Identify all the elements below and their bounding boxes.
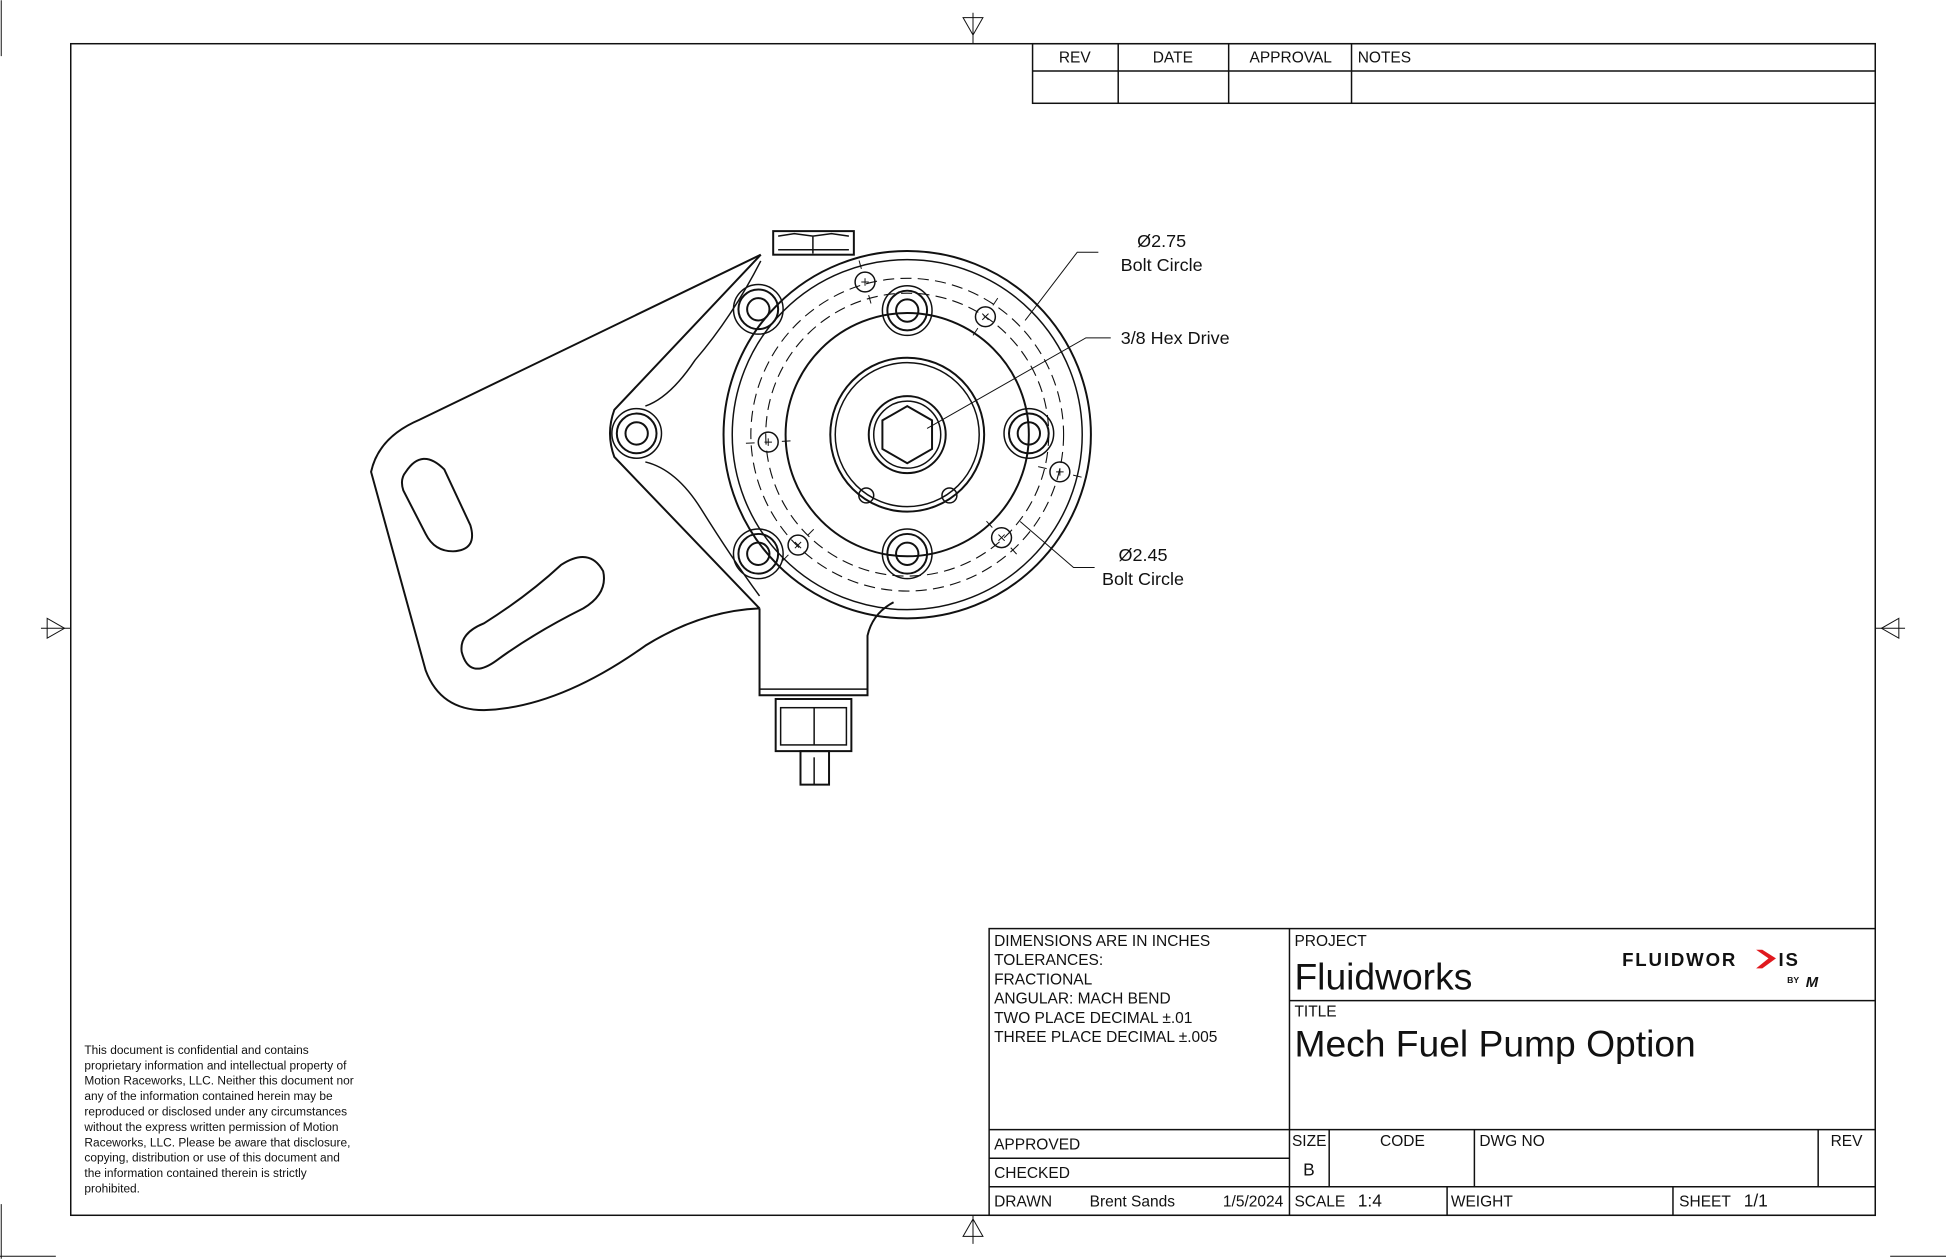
- approval-header: APPROVAL: [1250, 49, 1333, 66]
- notice-line: any of the information contained herein …: [84, 1089, 333, 1103]
- callout-dim: Ø2.45: [1119, 545, 1168, 565]
- cap-screw: [732, 528, 784, 580]
- callout-bolt-circle-275: Ø2.75 Bolt Circle: [1024, 231, 1203, 321]
- notice-line: prohibited.: [84, 1181, 140, 1195]
- code-label: CODE: [1380, 1133, 1425, 1150]
- sheet-label: SHEET: [1679, 1194, 1731, 1211]
- cap-screws: [611, 283, 1055, 580]
- rev-label: REV: [1831, 1133, 1864, 1150]
- notice-line: proprietary information and intellectual…: [84, 1058, 347, 1072]
- title-block: DIMENSIONS ARE IN INCHES TOLERANCES: FRACT…: [988, 927, 1877, 1217]
- bolt-circle-outer: [750, 277, 1065, 592]
- callout-hex-drive: 3/8 Hex Drive: [926, 328, 1230, 429]
- weight-label: WEIGHT: [1451, 1194, 1514, 1211]
- cap-screw: [881, 528, 933, 580]
- slot-upper: [400, 457, 474, 553]
- notice-line: reproduced or disclosed under any circum…: [84, 1105, 347, 1119]
- notice-line: Motion Raceworks, LLC. Neither this docu…: [84, 1074, 353, 1088]
- dwg-no-label: DWG NO: [1479, 1133, 1544, 1150]
- fluidworks-logo: FLUIDWOR IS BY M: [1622, 949, 1819, 991]
- size-label: SIZE: [1292, 1133, 1326, 1150]
- tolerance-line: DIMENSIONS ARE IN INCHES: [994, 933, 1210, 950]
- pin-hole: [1038, 461, 1082, 483]
- drawn-by: Brent Sands: [1090, 1194, 1176, 1211]
- sheet-value: 1/1: [1744, 1191, 1768, 1211]
- pin-hole: [986, 520, 1017, 555]
- tolerance-line: TWO PLACE DECIMAL ±.01: [994, 1010, 1192, 1027]
- callout-bolt-circle-245: Ø2.45 Bolt Circle: [1019, 521, 1184, 589]
- tolerance-line: FRACTIONAL: [994, 971, 1093, 988]
- slot-lower: [460, 556, 605, 670]
- rev-header: REV: [1059, 49, 1092, 66]
- bracket-outline: [370, 253, 762, 712]
- cap-screw: [611, 407, 663, 459]
- tolerance-line: ANGULAR: MACH BEND: [994, 991, 1171, 1008]
- approved-label: APPROVED: [994, 1137, 1080, 1154]
- cap-screw: [881, 284, 933, 337]
- tolerance-line: THREE PLACE DECIMAL ±.005: [994, 1029, 1217, 1046]
- tolerance-notes: DIMENSIONS ARE IN INCHES TOLERANCES: FRACT…: [994, 933, 1217, 1046]
- callout-label: 3/8 Hex Drive: [1121, 328, 1230, 348]
- svg-text:FLUIDWOR: FLUIDWOR: [1622, 949, 1737, 970]
- date-header: DATE: [1153, 49, 1193, 66]
- pin-hole: [972, 297, 999, 336]
- checked-label: CHECKED: [994, 1165, 1070, 1182]
- drawing-border: [69, 42, 1877, 1217]
- tolerance-line: TOLERANCES:: [994, 952, 1103, 969]
- project-label: PROJECT: [1294, 933, 1367, 950]
- svg-text:IS: IS: [1778, 949, 1799, 970]
- drawn-date: 1/5/2024: [1223, 1194, 1284, 1211]
- pin-hole: [781, 528, 815, 562]
- hex-drive: [881, 404, 934, 465]
- center-mark-left: [40, 617, 71, 640]
- notice-line: Raceworks, LLC. Please be aware that dis…: [84, 1135, 350, 1149]
- notice-line: copying, distribution or use of this doc…: [84, 1151, 339, 1165]
- scale-label: SCALE: [1294, 1194, 1345, 1211]
- confidentiality-notice: This document is confidential and contai…: [83, 1043, 353, 1196]
- fuel-pump-drawing: [370, 230, 1092, 786]
- size-value: B: [1303, 1160, 1315, 1180]
- notice-line: the information contained therein is str…: [84, 1166, 306, 1180]
- drawing-title: Mech Fuel Pump Option: [1294, 1022, 1695, 1064]
- notice-line: This document is confidential and contai…: [84, 1043, 308, 1057]
- pin-holes: [745, 260, 1082, 562]
- center-mark-bottom: [962, 1215, 984, 1244]
- project-name: Fluidworks: [1294, 955, 1472, 997]
- callout-label: Bolt Circle: [1102, 569, 1184, 589]
- flange: [722, 249, 1092, 620]
- svg-text:M: M: [1806, 975, 1819, 991]
- pin-hole: [854, 260, 876, 304]
- pin-hole: [745, 431, 791, 453]
- drawn-label: DRAWN: [994, 1194, 1052, 1211]
- cap-screw: [1003, 407, 1055, 459]
- callout-dim: Ø2.75: [1137, 231, 1186, 251]
- revision-table: REV DATE APPROVAL NOTES: [1031, 42, 1877, 105]
- center-mark-right: [1875, 617, 1906, 640]
- svg-text:BY: BY: [1787, 975, 1799, 985]
- scale-value: 1:4: [1358, 1191, 1382, 1211]
- cap-screw: [732, 283, 784, 335]
- notes-header: NOTES: [1358, 49, 1411, 66]
- callout-label: Bolt Circle: [1121, 255, 1203, 275]
- center-mark-top: [962, 12, 984, 44]
- notice-line: without the express written permission o…: [83, 1120, 338, 1134]
- title-label: TITLE: [1294, 1004, 1336, 1021]
